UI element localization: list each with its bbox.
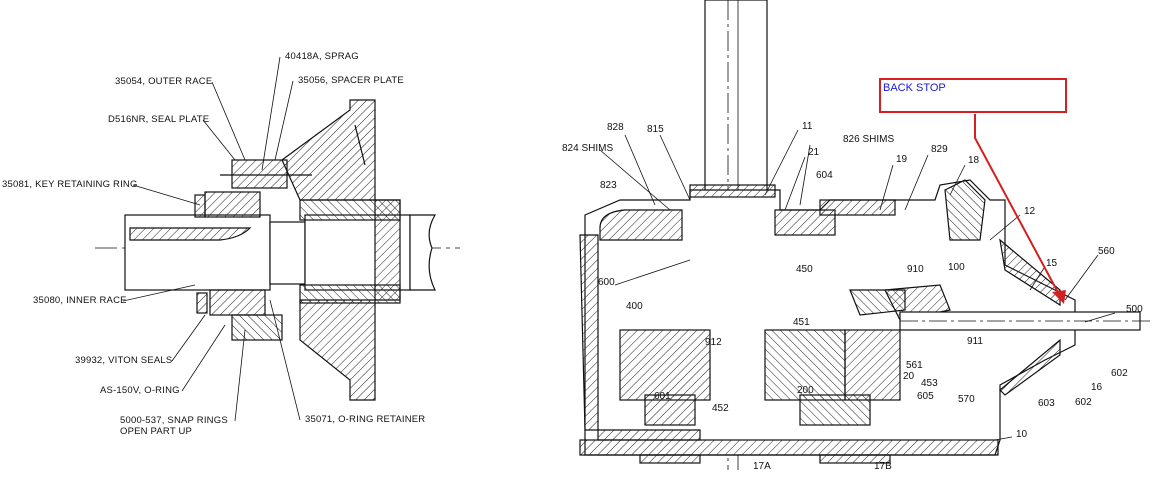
part-602-lower: 602 xyxy=(1075,397,1092,408)
part-453: 453 xyxy=(921,378,938,389)
part-601: 601 xyxy=(654,391,671,402)
backstop-pointer-line xyxy=(974,114,1062,299)
backstop-arrowhead xyxy=(1052,290,1066,304)
part-12: 12 xyxy=(1024,206,1036,217)
part-600: 600 xyxy=(598,277,615,288)
part-11: 11 xyxy=(802,121,813,132)
part-18: 18 xyxy=(968,155,980,166)
part-400: 400 xyxy=(626,301,643,312)
part-828: 828 xyxy=(607,122,624,133)
backstop-callout-text: BACK STOP xyxy=(883,82,946,94)
part-570: 570 xyxy=(958,394,975,405)
gearbox-section-view xyxy=(579,0,1150,470)
part-17b: 17B xyxy=(874,461,892,472)
part-815: 815 xyxy=(647,124,664,135)
label-viton-seals: 39932, VITON SEALS xyxy=(75,355,173,366)
part-450: 450 xyxy=(796,264,813,275)
part-500: 500 xyxy=(1126,304,1143,315)
label-seal-plate: D516NR, SEAL PLATE xyxy=(108,114,210,125)
label-key-retaining-ring: 35081, KEY RETAINING RING xyxy=(2,179,138,190)
part-602-right: 602 xyxy=(1111,368,1128,379)
part-15: 15 xyxy=(1046,258,1058,269)
part-451: 451 xyxy=(793,317,810,328)
backstop-section-view xyxy=(95,99,460,401)
part-10: 10 xyxy=(1016,429,1028,440)
label-outer-race: 35054, OUTER RACE xyxy=(115,76,213,87)
leader-lines xyxy=(122,56,1116,441)
part-910: 910 xyxy=(907,264,924,275)
part-561: 561 xyxy=(906,360,923,371)
part-21: 21 xyxy=(808,147,820,158)
part-604: 604 xyxy=(816,170,833,181)
part-200: 200 xyxy=(797,385,814,396)
label-o-ring: AS-150V, O-RING xyxy=(100,385,180,396)
part-19: 19 xyxy=(896,154,908,165)
label-snap-rings-note: OPEN PART UP xyxy=(120,426,193,437)
part-20: 20 xyxy=(903,371,915,382)
part-912: 912 xyxy=(705,337,722,348)
part-16: 16 xyxy=(1091,382,1103,393)
part-560: 560 xyxy=(1098,246,1115,257)
label-snap-rings: 5000-537, SNAP RINGS xyxy=(120,415,228,426)
part-824-shims: 824 SHIMS xyxy=(562,143,614,154)
part-452: 452 xyxy=(712,403,729,414)
label-spacer-plate: 35056, SPACER PLATE xyxy=(298,75,404,86)
backstop-callout: BACK STOP xyxy=(879,78,1067,113)
label-inner-race: 35080, INNER RACE xyxy=(33,295,127,306)
label-sprag: 40418A, SPRAG xyxy=(285,51,359,62)
part-605: 605 xyxy=(917,391,934,402)
part-911: 911 xyxy=(967,336,983,347)
part-17a: 17A xyxy=(753,461,771,472)
part-603: 603 xyxy=(1038,398,1055,409)
label-o-ring-retainer: 35071, O-RING RETAINER xyxy=(305,414,426,425)
part-100: 100 xyxy=(948,262,965,273)
part-823: 823 xyxy=(600,180,617,191)
part-826-shims: 826 SHIMS xyxy=(843,134,895,145)
part-829: 829 xyxy=(931,144,948,155)
